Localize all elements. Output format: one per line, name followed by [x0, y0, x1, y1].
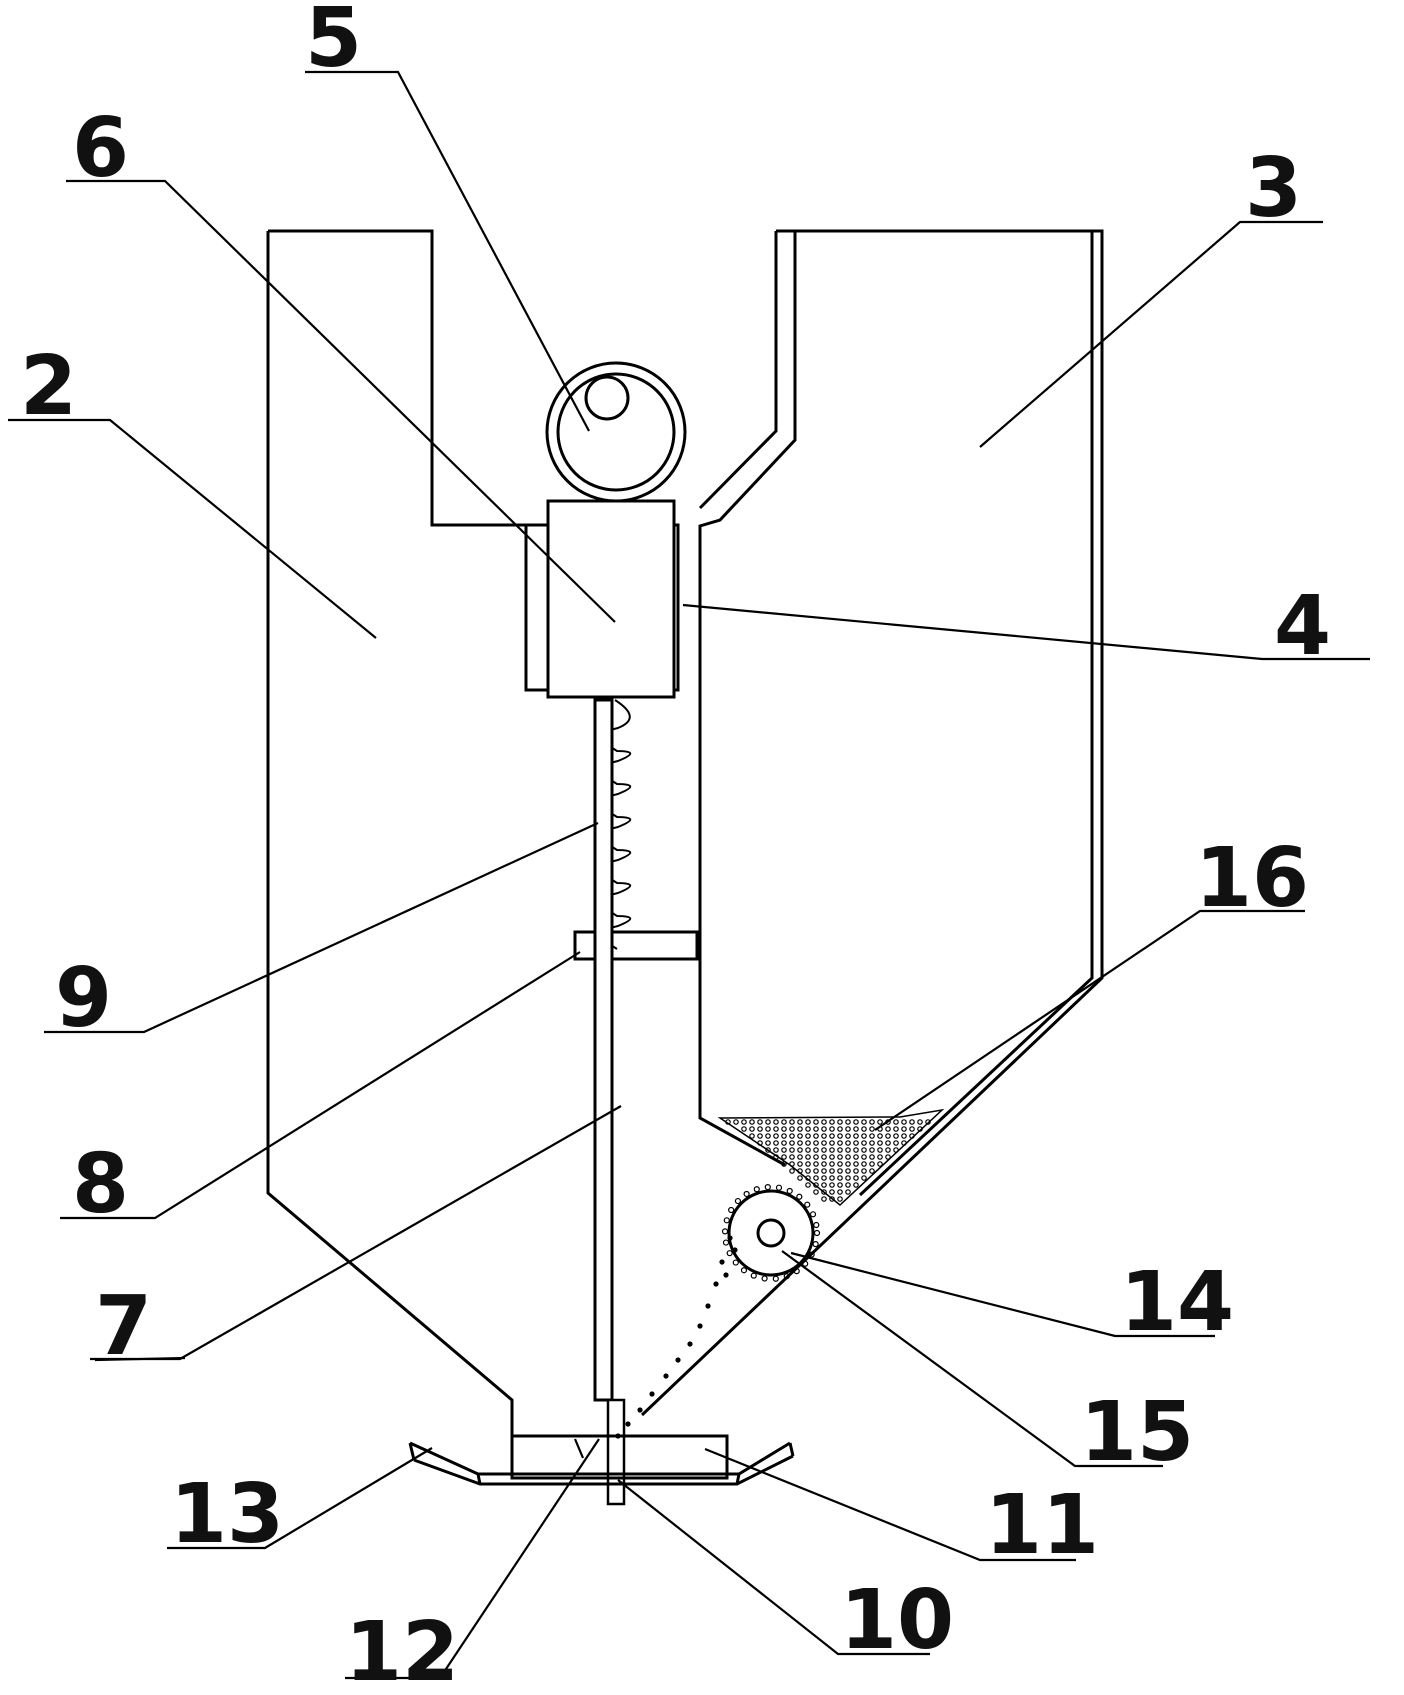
falling-seed — [705, 1303, 710, 1308]
label-14: 14 — [1120, 1255, 1234, 1350]
slider-block — [548, 501, 674, 697]
label-3: 3 — [1245, 141, 1302, 236]
label-15: 15 — [1080, 1385, 1194, 1480]
seed-dot — [822, 1197, 826, 1201]
falling-seed — [719, 1259, 724, 1264]
falling-seed — [663, 1373, 668, 1378]
left-hopper — [268, 231, 548, 1436]
roller-tooth — [773, 1276, 778, 1281]
label-2: 2 — [20, 339, 77, 434]
needle-tip — [608, 1400, 624, 1504]
label-8: 8 — [72, 1137, 129, 1232]
roller-tooth — [762, 1276, 767, 1281]
stop-plate — [575, 932, 697, 959]
label-4: 4 — [1274, 579, 1331, 674]
falling-seed — [637, 1407, 642, 1412]
right-hopper-inner — [700, 231, 1092, 1195]
seed-dot — [814, 1190, 818, 1194]
falling-seed — [727, 1235, 732, 1240]
seed-dot — [806, 1183, 810, 1187]
falling-seed — [723, 1272, 728, 1277]
roller-tooth — [776, 1185, 781, 1190]
roller-tooth — [733, 1260, 738, 1265]
label-9: 9 — [55, 951, 112, 1046]
seed-dot — [798, 1176, 802, 1180]
roller-tooth — [787, 1188, 792, 1193]
right-hopper-outer — [642, 231, 1102, 1415]
label-6: 6 — [72, 101, 129, 196]
roller-tooth — [741, 1268, 746, 1273]
roller-tooth — [805, 1202, 810, 1207]
falling-seed — [713, 1281, 718, 1286]
roller-tooth — [723, 1229, 728, 1234]
seed-dot — [790, 1169, 794, 1173]
seed-mass — [720, 1110, 942, 1205]
roller-tooth — [724, 1218, 729, 1223]
falling-seed — [697, 1323, 702, 1328]
roller-tooth — [815, 1231, 820, 1236]
roller-tooth — [765, 1185, 770, 1190]
falling-seed — [732, 1247, 737, 1252]
roller-tooth — [814, 1223, 819, 1228]
label-7: 7 — [95, 1279, 152, 1374]
roller-tooth — [744, 1191, 749, 1196]
falling-seed — [687, 1341, 692, 1346]
falling-seed — [625, 1421, 630, 1426]
roller-tooth — [724, 1240, 729, 1245]
push-rod — [595, 700, 612, 1400]
label-5: 5 — [305, 0, 362, 86]
roller-tooth — [729, 1208, 734, 1213]
roller-tooth — [735, 1199, 740, 1204]
label-11: 11 — [985, 1478, 1099, 1573]
roller-tooth — [811, 1212, 816, 1217]
cam-wheel — [547, 363, 685, 501]
label-10: 10 — [840, 1573, 954, 1668]
roller-tooth — [751, 1273, 756, 1278]
seed-trail — [615, 1235, 737, 1438]
roller-tooth — [754, 1187, 759, 1192]
falling-seed — [675, 1357, 680, 1362]
falling-seed — [615, 1433, 620, 1438]
falling-seed — [649, 1391, 654, 1396]
roller-tooth — [797, 1194, 802, 1199]
roller-tooth — [727, 1251, 732, 1256]
roller-tooth — [813, 1242, 818, 1247]
label-16: 16 — [1195, 831, 1309, 926]
label-13: 13 — [170, 1467, 284, 1562]
label-12: 12 — [345, 1605, 459, 1695]
